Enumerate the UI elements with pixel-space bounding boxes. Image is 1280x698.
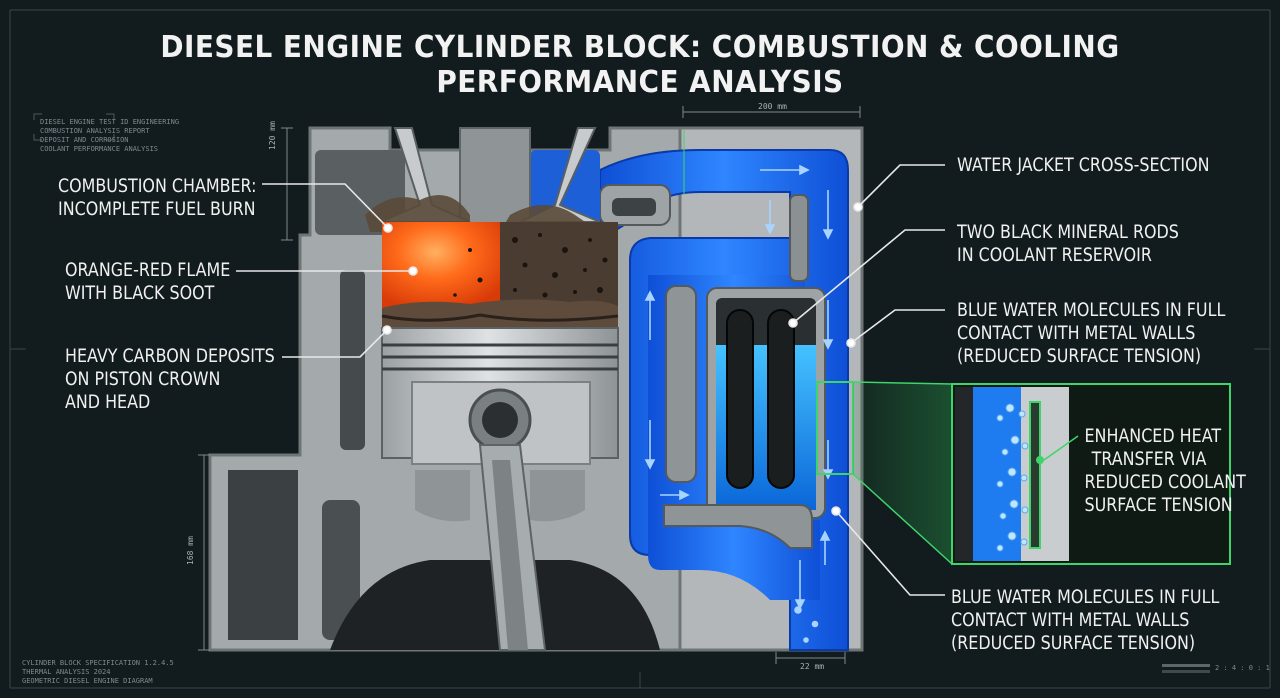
note-line: DEPOSIT AND CORROSION <box>40 136 129 144</box>
piston-rings <box>382 343 618 371</box>
zoom-metal-wall <box>1021 387 1069 561</box>
page-title: DIESEL ENGINE CYLINDER BLOCK: COMBUSTION… <box>160 30 1120 100</box>
side-passage <box>322 500 360 640</box>
note-line: DIESEL ENGINE TEST ID ENGINEERING <box>40 118 180 126</box>
orange-flame <box>382 222 500 308</box>
label-molecules-bottom: BLUE WATER MOLECULES IN FULL CONTACT WIT… <box>951 586 1219 655</box>
label-line: TRANSFER VIA <box>1091 449 1207 470</box>
label-heat-transfer: ENHANCED HEAT TRANSFER VIA REDUCED COOLA… <box>1084 425 1246 517</box>
soot-particles <box>453 233 608 298</box>
note-line: THERMAL ANALYSIS 2024 <box>22 668 111 676</box>
label-line: REDUCED COOLANT <box>1084 472 1246 493</box>
label-line: INCOMPLETE FUEL BURN <box>58 199 256 220</box>
label-line: HEAVY CARBON DEPOSITS <box>65 346 275 367</box>
label-line: (REDUCED SURFACE TENSION) <box>951 633 1196 654</box>
label-line: TWO BLACK MINERAL RODS <box>957 222 1179 243</box>
note-bottom-left: CYLINDER BLOCK SPECIFICATION 1.2.4.5 THE… <box>22 659 174 686</box>
label-line: COMBUSTION CHAMBER: <box>58 176 257 197</box>
note-line: GEOMETRIC DIESEL ENGINE DIAGRAM <box>22 677 153 685</box>
lower-piston-left <box>415 470 470 522</box>
lower-recess <box>228 470 298 640</box>
label-mineral-rods: TWO BLACK MINERAL RODS IN COOLANT RESERV… <box>957 221 1179 267</box>
frame-lines <box>9 9 1271 689</box>
label-line: ENHANCED HEAT <box>1084 426 1222 447</box>
label-line: ON PISTON CROWN <box>65 369 221 390</box>
note-line: COMBUSTION ANALYSIS REPORT <box>40 127 150 135</box>
dim-top-width: 200 mm <box>758 102 787 111</box>
label-line: ORANGE-RED FLAME <box>65 260 231 281</box>
label-line: BLUE WATER MOLECULES IN FULL <box>957 300 1226 321</box>
rod-channel <box>492 460 528 650</box>
label-line: WATER JACKET CROSS-SECTION <box>957 155 1210 176</box>
jacket-baffle-left <box>665 285 697 483</box>
dim-lower-height: 168 mm <box>186 536 195 565</box>
label-water-jacket: WATER JACKET CROSS-SECTION <box>957 154 1210 177</box>
carbon-crust-line <box>381 313 619 322</box>
note-line: CYLINDER BLOCK SPECIFICATION 1.2.4.5 <box>22 659 174 667</box>
scale-bar <box>1162 664 1210 667</box>
zoom-rod <box>955 387 973 561</box>
label-line: SURFACE TENSION <box>1084 495 1233 516</box>
corner-marks <box>33 113 115 141</box>
zoom-callout-line <box>1043 435 1079 461</box>
zoom-interface <box>1029 401 1041 549</box>
label-carbon-deposits: HEAVY CARBON DEPOSITS ON PISTON CROWN AN… <box>65 345 275 414</box>
note-line: COOLANT PERFORMANCE ANALYSIS <box>40 145 159 153</box>
label-line: (REDUCED SURFACE TENSION) <box>957 346 1202 367</box>
callout-leaders <box>236 164 945 596</box>
zoom-beam <box>853 382 952 564</box>
note-top-left: DIESEL ENGINE TEST ID ENGINEERING COMBUS… <box>40 118 179 154</box>
injector-housing <box>459 127 531 224</box>
oil-gallery <box>340 270 365 450</box>
label-combustion-chamber: COMBUSTION CHAMBER: INCOMPLETE FUEL BURN <box>58 175 256 221</box>
label-molecules-top: BLUE WATER MOLECULES IN FULL CONTACT WIT… <box>957 299 1225 368</box>
upper-baffle <box>789 194 809 282</box>
carbon-deposit <box>382 299 618 328</box>
scale-bar-2 <box>1162 670 1210 673</box>
label-line: CONTACT WITH METAL WALLS <box>957 323 1196 344</box>
lower-piston-right <box>530 470 585 522</box>
label-flame: ORANGE-RED FLAME WITH BLACK SOOT <box>65 259 230 305</box>
jacket-top-slot <box>612 198 656 216</box>
label-line: BLUE WATER MOLECULES IN FULL <box>951 587 1220 608</box>
soot-zone <box>500 222 618 308</box>
lower-baffle <box>663 504 813 549</box>
water-molecules <box>996 403 1029 552</box>
zoom-callout-dot <box>1036 456 1044 464</box>
dim-wall-thickness: 22 mm <box>800 662 825 671</box>
note-bottom-right: 2 : 4 : 0 : 1 <box>1215 664 1270 672</box>
label-line: WITH BLACK SOOT <box>65 283 215 304</box>
wrist-pin <box>482 402 518 438</box>
dim-chamber-height: 120 mm <box>268 121 277 150</box>
label-line: IN COOLANT RESERVOIR <box>957 245 1152 266</box>
mineral-rod-2 <box>767 309 795 489</box>
mineral-rod-1 <box>726 309 754 489</box>
label-line: CONTACT WITH METAL WALLS <box>951 610 1190 631</box>
label-line: AND HEAD <box>65 392 151 413</box>
